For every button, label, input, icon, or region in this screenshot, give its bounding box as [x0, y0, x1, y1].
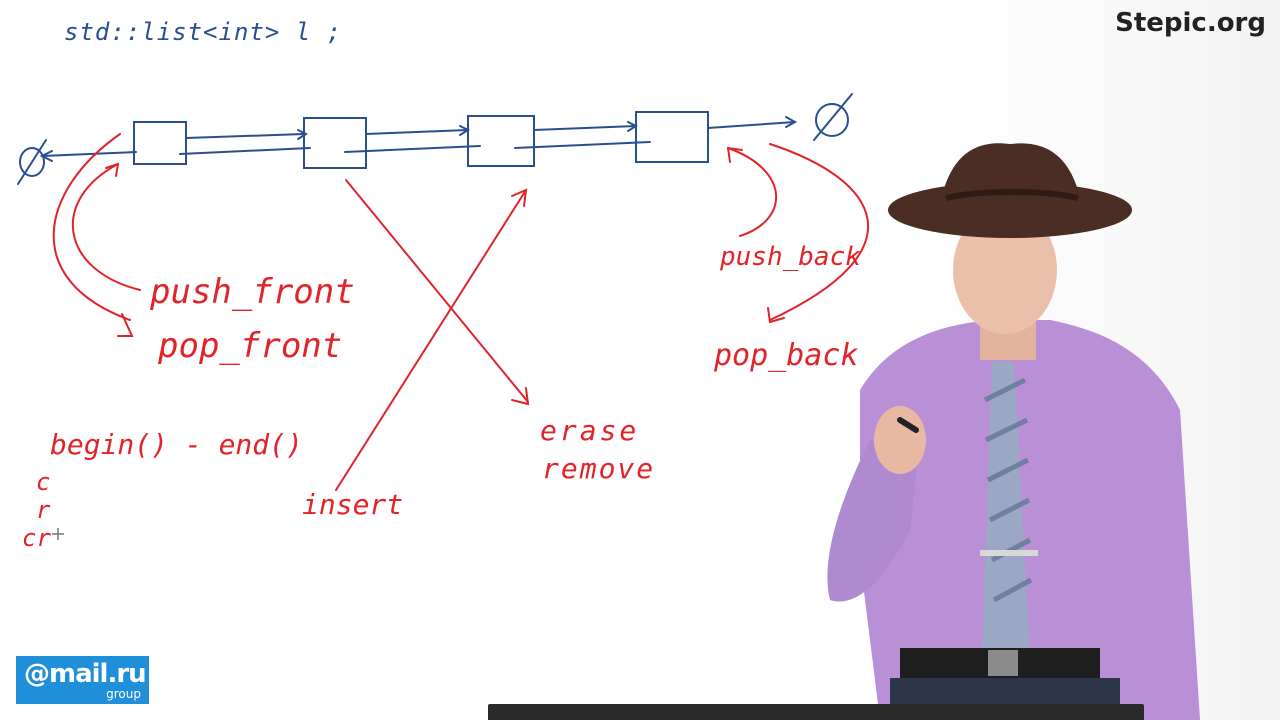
arrow-push-front [71, 163, 141, 291]
label-begin-end: begin() - end() [50, 428, 303, 461]
label-pop-front: pop_front [158, 326, 343, 366]
label-push-front: push_front [150, 272, 355, 312]
next-link-3 [533, 125, 637, 131]
mailru-logo: @mail.ru group [16, 656, 149, 704]
list-node-3 [467, 115, 535, 167]
null-right-icon [815, 103, 849, 137]
label-pop-back: pop_back [714, 338, 859, 373]
next-link-2 [365, 129, 469, 135]
cursor-crosshair-icon [52, 528, 64, 540]
prev-link-null [41, 151, 137, 157]
null-left-icon [19, 147, 45, 177]
presenter-hand [874, 406, 926, 474]
arrow-push-back [727, 147, 778, 237]
logo-sub-text: group [106, 687, 141, 701]
label-r: r [36, 496, 51, 524]
code-declaration: std::list<int> l ; [64, 18, 343, 46]
label-push-back: push_back [720, 242, 861, 272]
logo-main-text: @mail.ru [24, 659, 147, 689]
presenter [827, 143, 1200, 720]
presenter-tie [982, 362, 1030, 688]
arrow-pop-front [52, 133, 131, 321]
label-remove: remove [542, 452, 656, 485]
label-c: c [36, 468, 51, 496]
prev-link-1 [179, 147, 311, 155]
label-cr: cr [22, 524, 51, 552]
next-link-1 [185, 133, 305, 139]
prev-link-3 [514, 141, 651, 149]
list-node-2 [303, 117, 367, 169]
marker-icon [897, 417, 919, 433]
label-erase: erase [540, 414, 640, 447]
presenter-face [953, 206, 1057, 334]
list-node-1 [133, 121, 187, 165]
desk [488, 704, 1144, 720]
presenter-shirt [860, 320, 1200, 720]
arrow-erase [345, 179, 529, 403]
brand-logo: Stepic.org [1115, 8, 1266, 38]
list-node-4 [635, 111, 709, 163]
arrow-pop-back [769, 143, 870, 321]
arrow-insert [335, 189, 527, 491]
label-insert: insert [302, 488, 404, 521]
next-link-null [707, 121, 796, 129]
prev-link-2 [344, 145, 481, 153]
